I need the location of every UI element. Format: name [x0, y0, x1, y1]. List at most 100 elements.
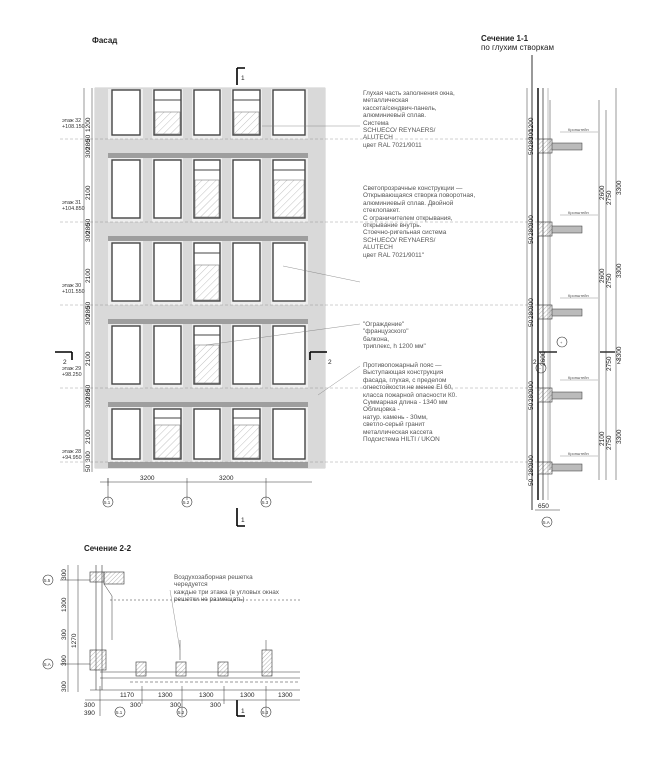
- axis-label: 5.2: [183, 500, 190, 505]
- dim-text: 300: [85, 231, 92, 242]
- dim-text: 1270: [71, 633, 78, 648]
- dim-text: 390: [61, 655, 68, 666]
- dim-text: 1200: [528, 117, 535, 132]
- dark-bands: [108, 153, 308, 468]
- dim-text: 3300: [616, 346, 623, 361]
- dim-text: 50: [85, 301, 92, 309]
- dim-text: 2600: [599, 185, 606, 200]
- dim-text: 2750: [606, 273, 613, 288]
- dim-text: 3300: [616, 263, 623, 278]
- dim-text: 300: [528, 455, 535, 466]
- dim-text: 280: [528, 465, 535, 476]
- dim-text: 2100: [85, 351, 92, 366]
- dim-text: 2750: [606, 190, 613, 205]
- dim-text: 50: [85, 464, 92, 472]
- level-label: этаж 32+108.150: [62, 118, 85, 130]
- dim-text: 300: [61, 681, 68, 692]
- dim-text: 280: [528, 137, 535, 148]
- dim-text: 2100: [85, 429, 92, 444]
- dim-text: 300: [210, 702, 221, 709]
- cut-label: 2: [533, 359, 537, 366]
- dim-text: 280: [85, 139, 92, 150]
- dim-text: 650: [538, 503, 549, 510]
- transom-lines: [154, 99, 305, 419]
- dim-text: 2600: [599, 268, 606, 283]
- dim-text: 50: [528, 236, 535, 244]
- section22-title: Сечение 2-2: [84, 544, 132, 553]
- dim-text: 300: [528, 298, 535, 309]
- dim-text: 300: [528, 129, 535, 140]
- facade-left-dims: 1200 50 280 300 2100 50 280 300 2100 50 …: [85, 117, 92, 472]
- note-blind-panel: Глухая часть заполнения окна, металличес…: [363, 90, 455, 149]
- section11-subtitle: по глухим створкам: [481, 43, 554, 52]
- dim-text: 300: [85, 147, 92, 158]
- dim-text: 1300: [278, 692, 293, 699]
- dim-text: 2100: [85, 185, 92, 200]
- bracket-label: Кронштейн: [568, 210, 589, 215]
- dim-text: 300: [170, 702, 181, 709]
- bracket-label: Кронштейн: [568, 293, 589, 298]
- section-1-1: − +: [526, 55, 617, 528]
- dim-text: 280: [85, 389, 92, 400]
- bracket-label: Кронштейн: [568, 375, 589, 380]
- dim-text: 280: [85, 223, 92, 234]
- level-label: этаж 31+104.850: [62, 200, 85, 212]
- axis-label: 5.5: [44, 578, 51, 583]
- cut-label: 1: [241, 75, 245, 82]
- dim-text: 1170: [120, 692, 134, 699]
- level-label: этаж 30+101.550: [62, 283, 85, 295]
- dim-text: 50: [528, 402, 535, 410]
- cut-label: 2: [328, 359, 332, 366]
- level-label: этаж 29+98.250: [62, 366, 82, 378]
- axis-label: 5.A: [44, 662, 51, 667]
- dim-text: 50: [528, 319, 535, 327]
- stone-grid: [95, 88, 325, 468]
- axis-label: 5.3: [262, 500, 269, 505]
- section22-left-dims: 300 1300 1270 300 390 300: [61, 569, 78, 692]
- bracket-label: Кронштейн: [568, 127, 589, 132]
- note-air-grille: Воздухозаборная решетка чередуется кажды…: [174, 574, 280, 604]
- dim-text: 2600: [540, 351, 547, 366]
- dim-text: 1300: [240, 692, 255, 699]
- dim-text: 1300: [199, 692, 214, 699]
- dim-text: 50: [85, 134, 92, 142]
- dim-text: 390: [84, 710, 95, 717]
- dim-text: 1300: [61, 597, 68, 612]
- dim-text: 300: [85, 451, 92, 462]
- dim-text: 300: [85, 397, 92, 408]
- axis-label: 5.2: [178, 710, 185, 715]
- dim-text: 50: [528, 478, 535, 486]
- facade-elevation: [55, 67, 615, 717]
- section-2-2: [42, 565, 300, 718]
- dim-text: 280: [528, 225, 535, 236]
- svg-text:−: −: [539, 366, 542, 371]
- axis-label: 5.3: [262, 710, 269, 715]
- dim-text: 1200: [85, 117, 92, 132]
- facade-title: Фасад: [92, 36, 118, 45]
- dim-text: 50: [85, 384, 92, 392]
- dim-text: 2100: [85, 268, 92, 283]
- axis-label: 5.1: [104, 500, 111, 505]
- cut-label: 2: [63, 359, 67, 366]
- dim-text: 300: [61, 629, 68, 640]
- axis-label: 5.A: [543, 520, 550, 525]
- dim-text: 280: [528, 308, 535, 319]
- dim-text: 3200: [219, 475, 234, 482]
- dim-text: 3200: [140, 475, 155, 482]
- dim-text: 50: [528, 147, 535, 155]
- cut-label: 1: [241, 517, 245, 524]
- dim-text: 3300: [616, 429, 623, 444]
- dim-text: 280: [85, 306, 92, 317]
- cut-label: 1: [241, 708, 245, 715]
- dim-text: 300: [61, 569, 68, 580]
- bracket-labels: Кронштейн Кронштейн Кронштейн Кронштейн …: [568, 127, 589, 456]
- dim-text: 300: [85, 314, 92, 325]
- dim-text: 280: [528, 391, 535, 402]
- section11-title: Сечение 1-1: [481, 34, 529, 43]
- note-balcony: "Ограждение" "французского" балкона, три…: [363, 321, 426, 351]
- axis-label: 5.1: [116, 710, 123, 715]
- dim-text: 2750: [606, 356, 613, 371]
- hatched-panels: [154, 111, 305, 459]
- dim-text: 300: [528, 215, 535, 226]
